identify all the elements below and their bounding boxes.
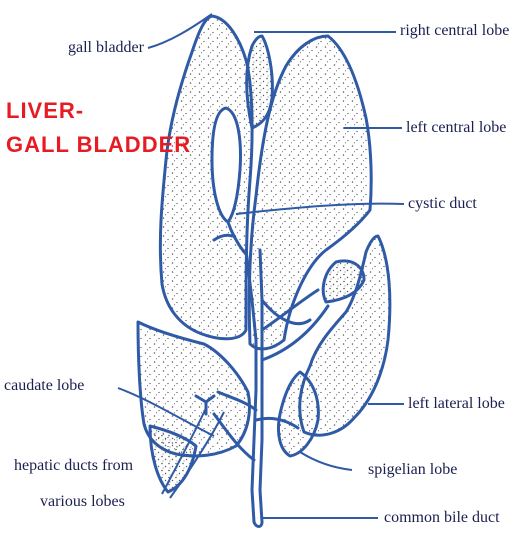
gall-bladder-shape (210, 106, 242, 224)
label-hepatic-ducts-line-2: various lobes (40, 493, 125, 510)
liver-lobes (136, 14, 392, 494)
hepatic-ducts-leader-b (169, 411, 225, 499)
label-left-lateral-lobe: left lateral lobe (408, 395, 505, 412)
title-line-1: LIVER- (6, 98, 85, 123)
label-gall-bladder: gall bladder (68, 39, 144, 56)
gall-bladder-leader (147, 13, 213, 49)
cystic-duct-path (226, 220, 246, 254)
upper-left-lobe-shape (245, 34, 274, 130)
title-line-2: GALL BLADDER (6, 132, 192, 157)
label-hepatic-ducts-line-1: hepatic ducts from (14, 457, 134, 474)
caudate-lobe-leader (117, 387, 215, 437)
label-caudate-lobe: caudate lobe (4, 377, 85, 394)
label-common-bile-duct: common bile duct (384, 509, 500, 526)
common-bile-duct-path (244, 248, 258, 524)
hepatic-ducts-leader-a (161, 407, 207, 495)
lateral-fold-shape (321, 259, 366, 304)
leader-lines (117, 13, 405, 519)
left-central-lobe-shape (247, 34, 373, 351)
duct-system (194, 220, 330, 528)
cystic-duct-leader (235, 202, 405, 215)
label-left-central-lobe: left central lobe (406, 119, 507, 136)
spigelian-lobe-shape (276, 370, 320, 458)
label-right-central-lobe: right central lobe (400, 22, 510, 39)
spigelian-lobe-leader (299, 451, 353, 471)
label-spigelian-lobe: spigelian lobe (368, 461, 458, 478)
label-cystic-duct: cystic duct (408, 195, 477, 212)
